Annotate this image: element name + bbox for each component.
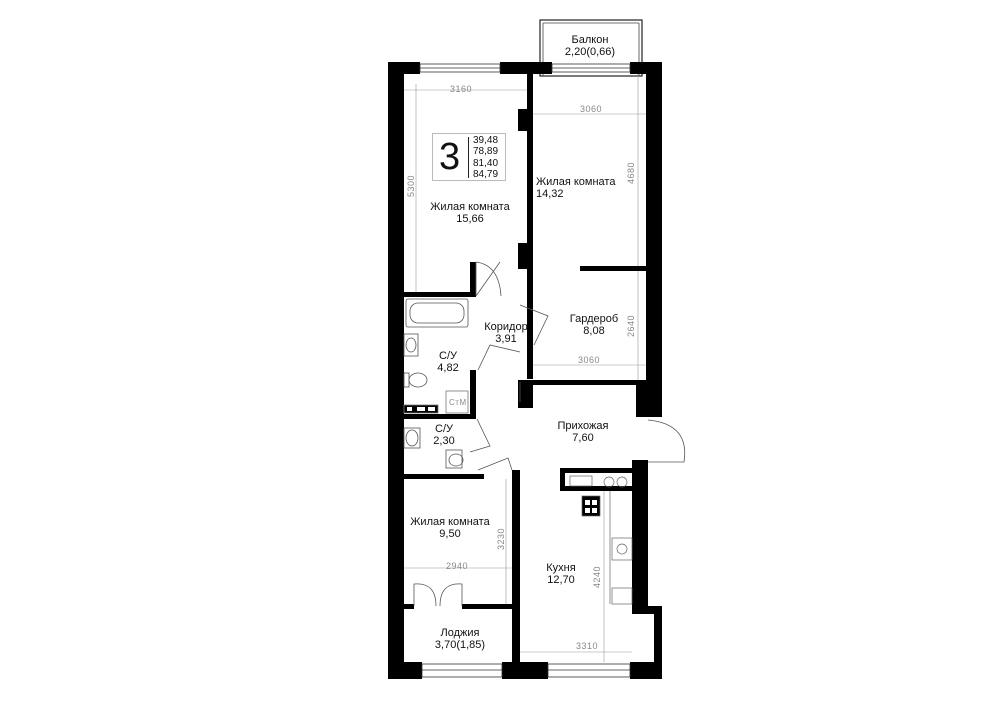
room-name: Прихожая <box>557 420 609 432</box>
room-balcony: Балкон 2,20(0,66) <box>548 34 632 58</box>
room-area: 8,08 <box>583 325 605 337</box>
dim-living-3-width: 2940 <box>446 561 469 571</box>
dimension-lines <box>404 74 646 662</box>
room-kitchen: Кухня 12,70 <box>536 562 586 586</box>
room-loggia: Лоджия 3,70(1,85) <box>420 627 500 651</box>
room-area: 12,70 <box>547 574 575 586</box>
area-list: 39,48 78,89 81,40 84,79 <box>473 135 498 180</box>
room-name: Жилая комната <box>410 516 490 528</box>
washer-box <box>403 390 469 414</box>
dim-living-2-depth: 4680 <box>626 161 636 185</box>
summary-divider <box>468 137 469 178</box>
dim-living-1-width: 3160 <box>450 84 473 94</box>
room-area: 4,82 <box>437 362 459 374</box>
dim-living-3-depth: 3230 <box>496 527 506 551</box>
sink-2 <box>403 427 421 449</box>
dim-wardrobe-width: 3060 <box>578 355 601 365</box>
room-name: Лоджия <box>440 627 480 639</box>
dim-living-1-depth: 5300 <box>406 174 416 198</box>
dim-wardrobe-depth: 2640 <box>626 314 636 338</box>
room-bathroom-2: С/У 2,30 <box>424 423 464 447</box>
dim-living-2-width: 3060 <box>580 104 603 114</box>
room-area: 2,30 <box>433 435 455 447</box>
toilet-2 <box>445 449 464 469</box>
dim-kitchen-depth: 4240 <box>592 565 602 589</box>
room-corridor: Коридор 3,91 <box>476 321 536 345</box>
sink-1 <box>403 333 419 357</box>
room-area: 2,20(0,66) <box>564 46 616 58</box>
toilet-1 <box>403 372 428 388</box>
room-area: 3,70(1,85) <box>434 639 486 651</box>
room-wardrobe: Гардероб 8,08 <box>556 313 632 337</box>
room-name: С/У <box>439 350 457 362</box>
room-name: Коридор <box>484 321 528 333</box>
kitchen-counter <box>569 475 633 605</box>
room-area: 3,91 <box>495 333 517 345</box>
room-area: 15,66 <box>456 213 484 225</box>
exterior-walls <box>388 62 662 679</box>
washer-label: СтМ <box>449 398 467 407</box>
area-full: 84,79 <box>473 168 499 180</box>
area-with-balcony: 81,40 <box>473 157 499 169</box>
area-living: 39,48 <box>473 135 499 146</box>
room-name: Жилая комната <box>430 201 510 213</box>
room-hallway: Прихожая 7,60 <box>546 420 620 444</box>
room-name: Жилая комната <box>536 176 616 188</box>
bathtub <box>405 298 469 328</box>
room-bathroom-1: С/У 4,82 <box>428 350 468 374</box>
room-name: Кухня <box>546 562 576 574</box>
apartment-summary: 3 39,48 78,89 81,40 84,79 <box>432 133 506 181</box>
room-name: С/У <box>435 423 453 435</box>
room-area: 9,50 <box>439 528 461 540</box>
room-living-1: Жилая комната 15,66 <box>415 201 525 225</box>
room-area: 7,60 <box>572 432 594 444</box>
interior-walls <box>404 74 654 662</box>
room-living-2: Жилая комната 14,32 <box>536 176 630 200</box>
room-living-3: Жилая комната 9,50 <box>402 516 498 540</box>
room-area: 14,32 <box>536 188 564 200</box>
dim-kitchen-width: 3310 <box>576 641 599 651</box>
room-count: 3 <box>439 136 461 178</box>
windows <box>419 63 631 678</box>
doors <box>413 261 686 607</box>
area-total: 78,89 <box>473 146 499 158</box>
room-name: Балкон <box>571 34 609 46</box>
room-name: Гардероб <box>569 313 619 325</box>
